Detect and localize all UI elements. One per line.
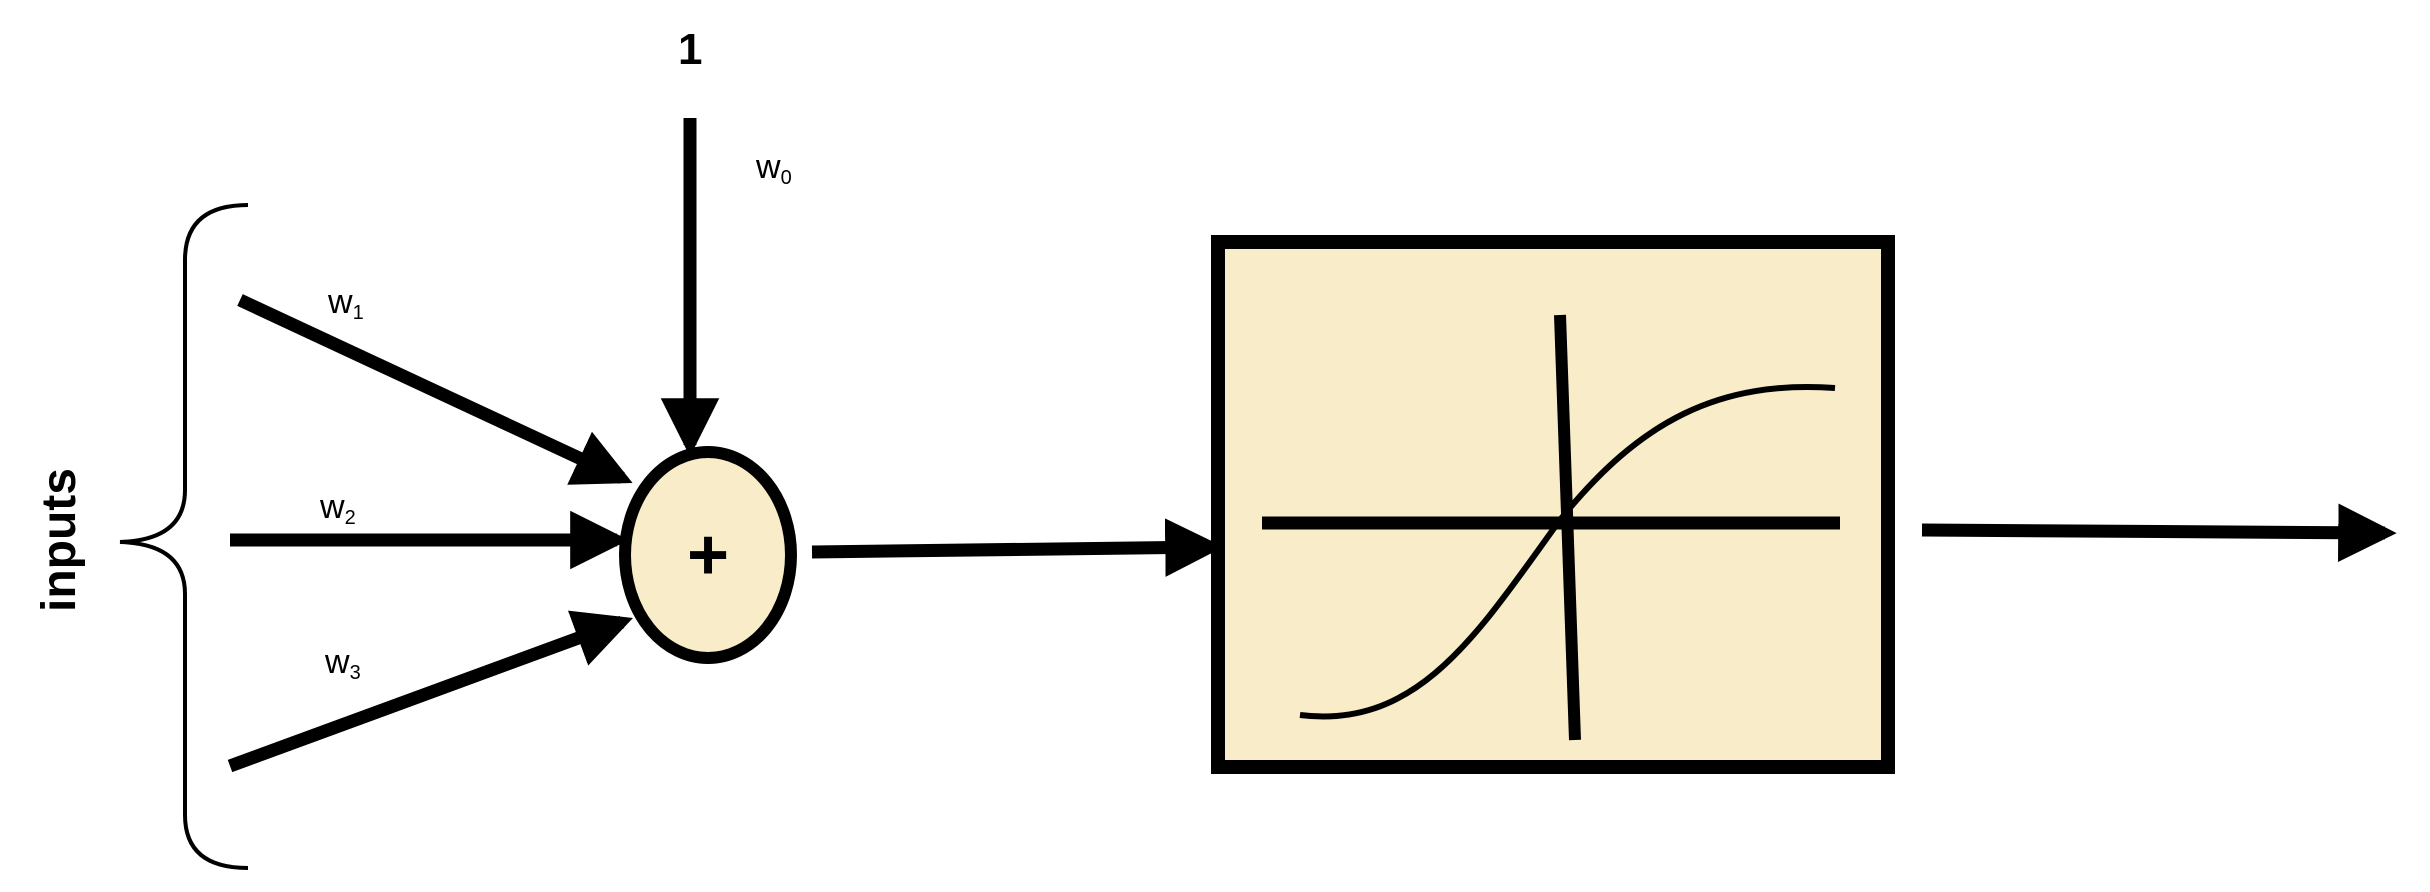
sum-to-activation-arrow	[811, 518, 1224, 577]
weight-base: w	[320, 488, 345, 526]
activation-y-axis	[1554, 314, 1581, 741]
weight-subscript: 1	[352, 302, 364, 324]
weight-base: w	[756, 148, 781, 186]
sigmoid-activation-icon	[1262, 314, 1840, 741]
inputs-brace	[119, 203, 249, 870]
output-arrow	[1921, 503, 2397, 562]
weight-subscript: 0	[780, 167, 792, 189]
input-arrow-3	[227, 610, 633, 773]
bias-input-label: 1	[678, 25, 703, 74]
weight-label-w1: w1	[328, 285, 364, 323]
weight-label-w0: w0	[756, 150, 792, 188]
weight-subscript: 3	[349, 662, 361, 684]
weight-label-w2: w2	[320, 490, 356, 528]
weight-label-w3: w3	[325, 645, 361, 683]
weight-base: w	[328, 283, 353, 321]
inputs-label: inputs	[33, 468, 86, 612]
weight-subscript: 2	[344, 507, 356, 529]
summation-symbol: +	[686, 515, 730, 595]
input-arrow-1	[237, 294, 633, 485]
activation-box	[1211, 235, 1895, 774]
weight-base: w	[325, 643, 350, 681]
sigmoid-curve	[1299, 384, 1836, 720]
summation-node	[619, 446, 797, 664]
